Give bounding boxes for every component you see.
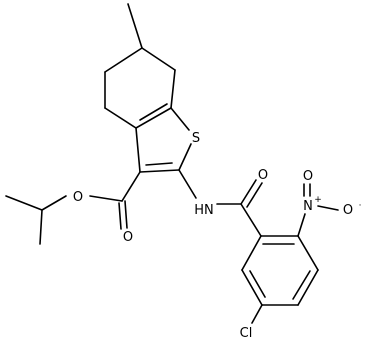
isopropyl-bond — [41, 195, 67, 211]
ring-bond — [135, 127, 141, 173]
nitro-oxygen-single: O — [343, 203, 353, 218]
bond-layer — [5, 3, 339, 324]
double-bond-inner — [139, 103, 168, 121]
methyl-bond — [127, 3, 143, 49]
sulfur-atom: S — [192, 131, 200, 146]
chloro-bond — [251, 304, 263, 324]
ring-bond — [141, 47, 176, 71]
double-bond — [135, 107, 172, 129]
amide-nh-label: HN — [194, 203, 214, 218]
ester-bond — [89, 195, 123, 202]
ester-carbonyl-oxygen: O — [123, 230, 133, 245]
ring-bond — [297, 269, 319, 306]
ring-double-inner — [292, 270, 311, 300]
ring-bond — [170, 107, 190, 131]
ester-ether-oxygen: O — [73, 190, 83, 205]
amide-carbonyl-bond — [240, 179, 257, 205]
double-bond-inner — [145, 162, 173, 166]
amide-oxygen: O — [258, 168, 268, 183]
isopropyl-bond — [5, 195, 43, 211]
ring-bond — [178, 143, 192, 171]
ring-bond — [104, 47, 143, 73]
ring-bond — [139, 169, 180, 173]
ring-bond — [297, 235, 319, 271]
ring-bond — [170, 69, 176, 109]
amide-carbonyl-bond-inner — [246, 182, 263, 208]
ring-bond — [241, 235, 262, 271]
ring-double-inner — [249, 270, 266, 298]
ring-bond — [241, 269, 263, 306]
isopropyl-bond — [39, 209, 43, 245]
nitro-nitrogen: N — [303, 199, 313, 214]
chlorine-atom: Cl — [240, 326, 253, 341]
amide-bond — [240, 203, 262, 237]
nitro-bond — [297, 213, 306, 237]
nitro-radical-dot: · — [359, 201, 362, 211]
amide-bond — [178, 169, 197, 199]
ester-bond — [121, 171, 141, 202]
nitro-bond — [317, 205, 339, 211]
carbonyl-bond-inner — [124, 200, 128, 229]
ring-bond — [104, 107, 137, 129]
nitro-charge: + — [314, 195, 322, 205]
atom-labels: S HN O O O N + O O · Cl — [73, 131, 362, 341]
nitro-oxygen-double: O — [303, 169, 313, 184]
carbonyl-bond — [118, 202, 122, 230]
